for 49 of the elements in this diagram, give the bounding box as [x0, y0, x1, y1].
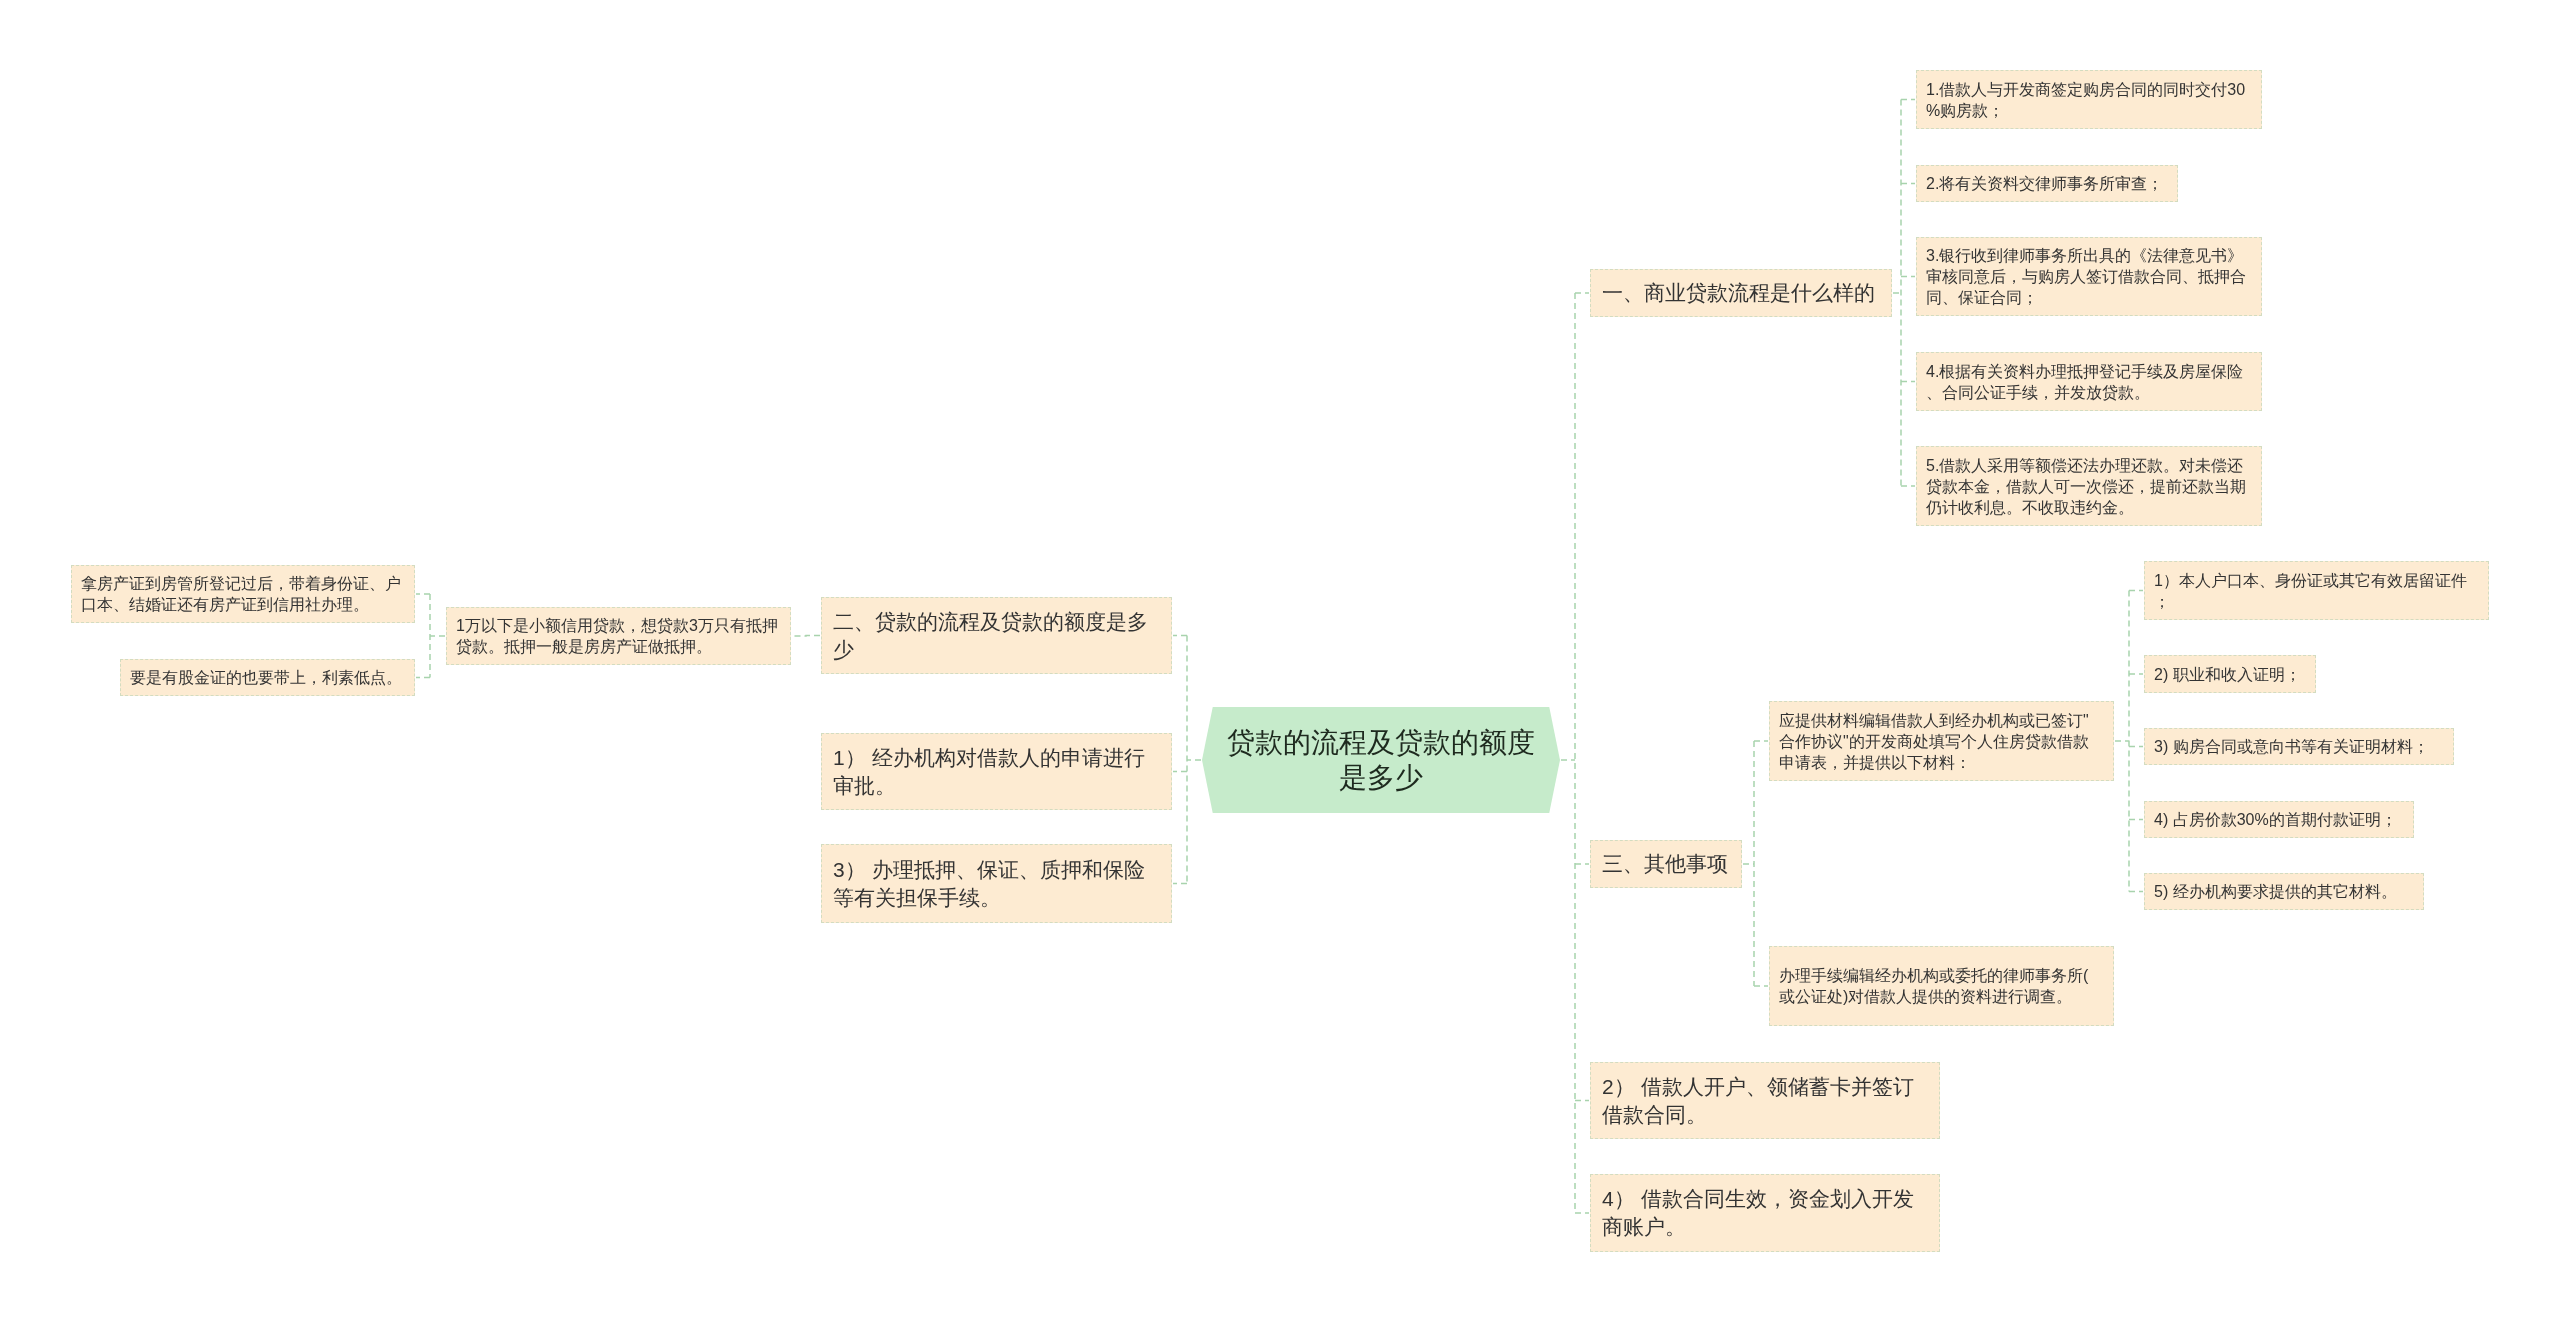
topic-box: 4） 借款合同生效，资金划入开发商账户。: [1590, 1174, 1940, 1252]
topic-box: 一、商业贷款流程是什么样的: [1590, 269, 1892, 317]
topic-box: 三、其他事项: [1590, 840, 1742, 888]
subtopic-box: 应提供材料编辑借款人到经办机构或已签订"合作协议"的开发商处填写个人住房贷款借款申请表，并提供以下材料：: [1769, 701, 2114, 781]
connector-line: [1574, 1099, 1590, 1102]
connector-line: [1900, 485, 1916, 487]
subtopic-box: 要是有股金证的也要带上，利素低点。: [120, 659, 415, 696]
subtopic-box: 1.借款人与开发商签定购房合同的同时交付30%购房款；: [1916, 70, 2262, 129]
connector-line: [1172, 770, 1188, 773]
connector-line: [1900, 182, 1916, 185]
subtopic-box: 5.借款人采用等额偿还法办理还款。对未偿还贷款本金，借款人可一次偿还，提前还款当期仍计收利息。不收取违约金。: [1916, 446, 2262, 526]
subtopic-box: 2.将有关资料交律师事务所审查；: [1916, 165, 2178, 202]
connector-line: [1900, 380, 1916, 383]
subtopic-box: 4) 占房价款30%的首期付款证明；: [2144, 801, 2414, 838]
connector-line: [2128, 673, 2144, 675]
connector-line: [2128, 890, 2144, 893]
connector-line: [1574, 1212, 1590, 1214]
connector-line: [2128, 745, 2144, 748]
subtopic-box: 1万以下是小额信用贷款，想贷款3万只有抵押贷款。抵押一般是房房产证做抵押。: [446, 607, 791, 665]
connector-line: [415, 593, 431, 595]
connector-line: [1186, 634, 1202, 885]
connector-line: [1753, 740, 1769, 742]
subtopic-box: 1）本人户口本、身份证或其它有效居留证件；: [2144, 561, 2489, 620]
connector-line: [2128, 818, 2144, 821]
subtopic-box: 5) 经办机构要求提供的其它材料。: [2144, 873, 2424, 910]
connector-line: [1574, 292, 1590, 294]
subtopic-box: 拿房产证到房管所登记过后，带着身份证、户口本、结婚证还有房产证到信用社办理。: [71, 565, 415, 623]
topic-box: 2） 借款人开户、领储蓄卡并签订借款合同。: [1590, 1062, 1940, 1139]
connector-line: [1892, 98, 1902, 487]
connector-line: [1172, 882, 1188, 885]
connector-line: [2114, 589, 2130, 893]
central-topic: 贷款的流程及贷款的额度是多少: [1202, 707, 1560, 813]
topic-box: 3） 办理抵押、保证、质押和保险等有关担保手续。: [821, 844, 1172, 923]
connector-line: [1753, 985, 1769, 987]
connector-line: [1172, 634, 1188, 637]
connector-line: [1574, 863, 1590, 865]
topic-box: 二、贷款的流程及贷款的额度是多少: [821, 597, 1172, 674]
connector-line: [1900, 98, 1916, 101]
connector-line: [1900, 275, 1916, 278]
subtopic-box: 办理手续编辑经办机构或委托的律师事务所(或公证处)对借款人提供的资料进行调查。: [1769, 946, 2114, 1026]
connector-line: [2128, 589, 2144, 592]
connector-line: [415, 676, 431, 679]
subtopic-box: 3) 购房合同或意向书等有关证明材料；: [2144, 728, 2454, 765]
topic-box: 1） 经办机构对借款人的申请进行审批。: [821, 733, 1172, 810]
subtopic-box: 2) 职业和收入证明；: [2144, 655, 2316, 693]
connector-line: [1742, 740, 1755, 987]
subtopic-box: 3.银行收到律师事务所出具的《法律意见书》审核同意后，与购房人签订借款合同、抵押合同、保证合同；: [1916, 237, 2262, 316]
subtopic-box: 4.根据有关资料办理抵押登记手续及房屋保险、合同公证手续，并发放贷款。: [1916, 352, 2262, 411]
connector-line: [429, 593, 446, 679]
